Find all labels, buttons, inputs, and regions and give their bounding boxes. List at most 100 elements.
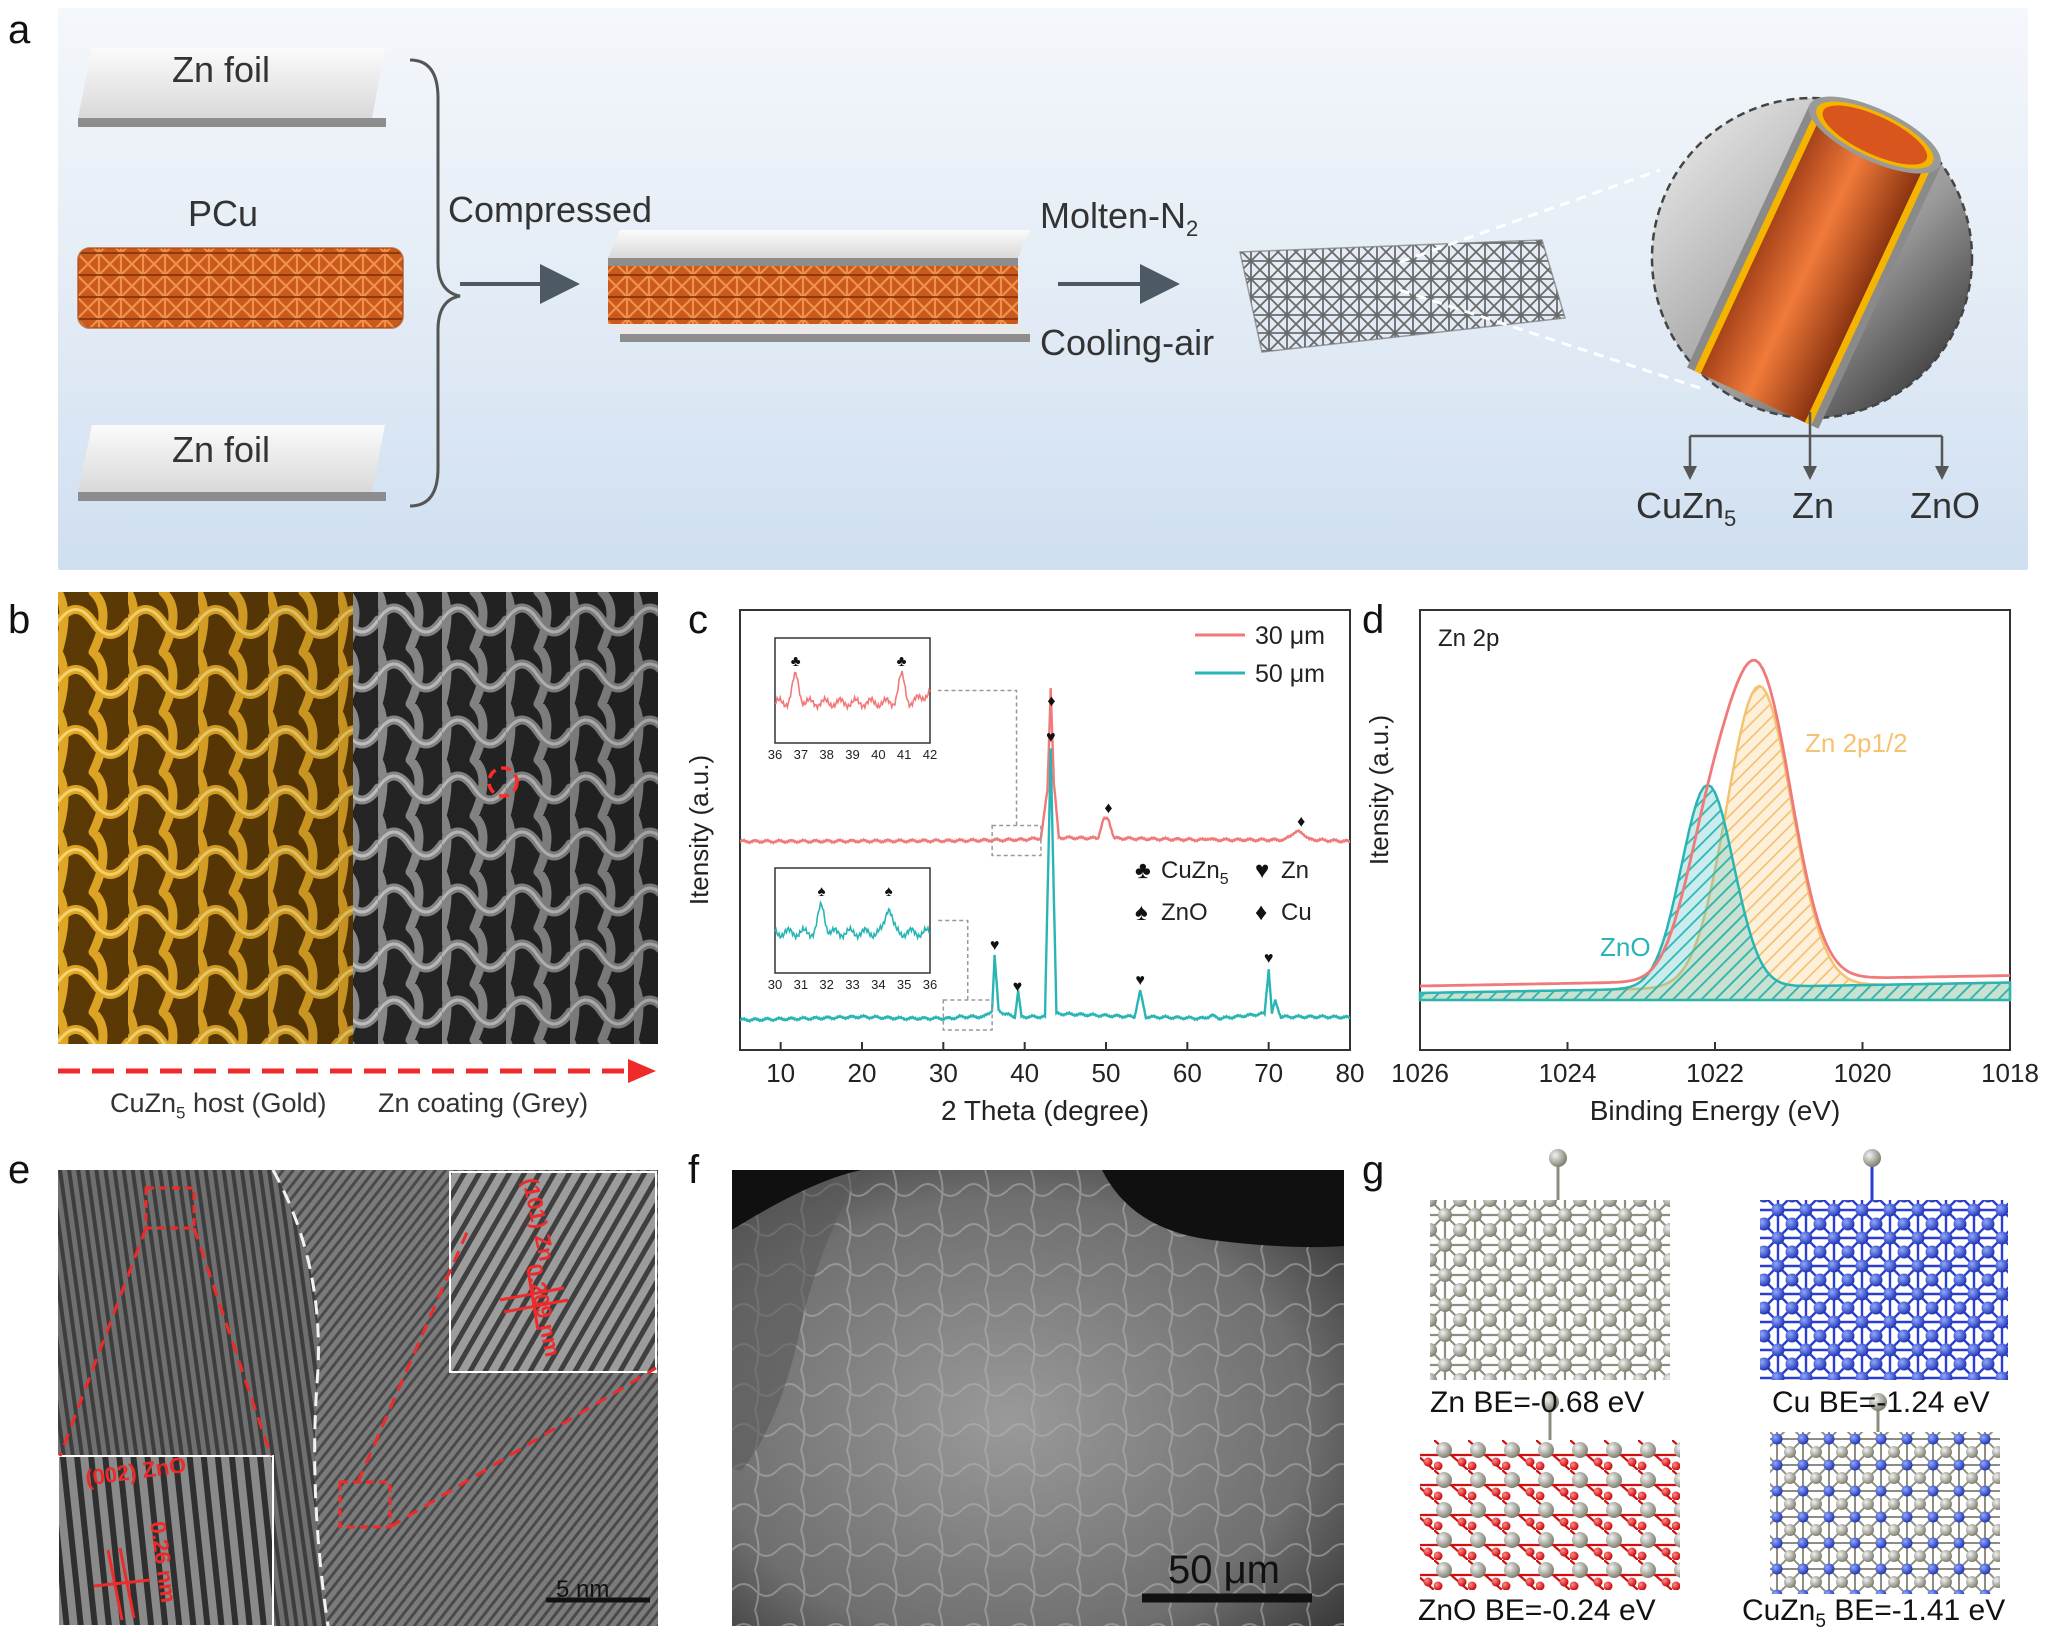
xps-xtick-label-2: 1022 bbox=[1686, 1058, 1744, 1088]
g-label-cu: Cu BE=-1.24 eV bbox=[1772, 1388, 1990, 1418]
xrd-inset-tick-1-3: 33 bbox=[845, 977, 859, 992]
arrowhead-zno bbox=[1935, 466, 1949, 480]
connectors bbox=[58, 1227, 657, 1529]
xrd-marker-legend-symbol-3: ♦ bbox=[1255, 899, 1267, 926]
xrd-inset-tick-1-5: 35 bbox=[897, 977, 911, 992]
component-cuzn5-sub: 5 bbox=[1724, 506, 1737, 532]
molten-sub: 2 bbox=[1186, 216, 1199, 242]
xrd-marker-legend-label-3: Cu bbox=[1281, 899, 1312, 926]
compressed-label: Compressed bbox=[448, 189, 653, 230]
xrd-xlabel: 2 Theta (degree) bbox=[941, 1095, 1149, 1126]
xrd-marker-legend-label-0: CuZn5 bbox=[1161, 857, 1229, 888]
xrd-inset-tick-1-6: 36 bbox=[923, 977, 937, 992]
xps-envelope bbox=[1419, 659, 2011, 988]
xps-label-zn2p: Zn 2p1/2 bbox=[1805, 728, 1908, 758]
roi-box-zno bbox=[144, 1186, 196, 1230]
panel-e-tem bbox=[57, 1169, 658, 1627]
xps-xtick-label-1: 1024 bbox=[1539, 1058, 1597, 1088]
panel-b-caption-right: Zn coating (Grey) bbox=[378, 1088, 589, 1118]
xrd-peak-marker-1-0: ♥ bbox=[990, 937, 1000, 954]
xrd-peak-marker-1-4: ♥ bbox=[1264, 950, 1274, 967]
g-zn-be: BE=-0.68 eV bbox=[1465, 1386, 1645, 1419]
zn-coated-foam bbox=[1239, 239, 1566, 353]
xrd-peak-marker-0-1: ♦ bbox=[1104, 800, 1112, 817]
xrd-inset-tick-0-2: 38 bbox=[819, 747, 833, 762]
xrd-zoom-connector-0 bbox=[938, 689, 1018, 826]
pcu-label: PCu bbox=[188, 193, 259, 234]
xrd-legend-label-0: 30 μm bbox=[1255, 622, 1325, 650]
highlight-circle bbox=[487, 766, 519, 798]
xps-xtick-label-0: 1026 bbox=[1391, 1058, 1449, 1088]
xrd-zoom-connector-1 bbox=[938, 919, 969, 1000]
panel-b-photo bbox=[58, 592, 658, 1044]
component-cuzn5-label: CuZn5 bbox=[1636, 488, 1736, 530]
xrd-marker-legend-symbol-2: ♠ bbox=[1135, 899, 1148, 926]
xps-title: Zn 2p bbox=[1438, 625, 1499, 652]
xps-xlabel: Binding Energy (eV) bbox=[1590, 1095, 1841, 1126]
xrd-inset-tick-1-2: 32 bbox=[819, 977, 833, 992]
xrd-inset-peak-0-0: ♣ bbox=[791, 653, 801, 670]
roi-box-zn bbox=[338, 1480, 392, 1529]
caption-left-rest: host (Gold) bbox=[185, 1088, 327, 1118]
cuzn5-structure bbox=[1770, 1393, 2000, 1594]
g-label-zno: ZnO BE=-0.24 eV bbox=[1418, 1596, 1656, 1626]
zoom-line-bottom bbox=[1399, 288, 1701, 390]
xrd-inset-tick-1-4: 34 bbox=[871, 977, 885, 992]
xrd-peak-marker-1-2: ♥ bbox=[1046, 729, 1056, 746]
xrd-peak-marker-1-1: ♥ bbox=[1013, 979, 1023, 996]
xrd-marker-legend-sub-0: 5 bbox=[1220, 871, 1229, 888]
xrd-plot-frame bbox=[739, 609, 1351, 1051]
brace bbox=[409, 58, 461, 508]
spacing-marks bbox=[93, 1269, 569, 1621]
tem-scale-label: 5 nm bbox=[556, 1576, 610, 1603]
xps-ylabel: Itensity (a.u.) bbox=[1364, 715, 1394, 865]
zn-foil-bottom-sheet bbox=[78, 425, 386, 501]
xrd-inset-peak-1-0: ♠ bbox=[818, 883, 826, 900]
xrd-inset-tick-0-1: 37 bbox=[794, 747, 808, 762]
zn-structure bbox=[1430, 1149, 1670, 1380]
xrd-inset-tick-0-0: 36 bbox=[768, 747, 782, 762]
xrd-series-line-1 bbox=[739, 748, 1351, 1023]
panel-c-label: c bbox=[688, 598, 708, 642]
xrd-marker-legend-symbol-1: ♥ bbox=[1255, 857, 1269, 884]
xrd-inset-peak-1-1: ♠ bbox=[885, 883, 893, 900]
panel-b-gradient-arrow bbox=[58, 1059, 656, 1083]
xrd-xtick-label-7: 80 bbox=[1336, 1058, 1365, 1088]
xrd-inset-tick-0-4: 40 bbox=[871, 747, 885, 762]
arrowhead-zn bbox=[1803, 466, 1817, 480]
zn-foil-top-label: Zn foil bbox=[172, 49, 271, 90]
xrd-series-line-0 bbox=[739, 688, 1351, 845]
zn-foil-top-sheet bbox=[78, 48, 386, 127]
caption-left-text: CuZn bbox=[110, 1088, 177, 1118]
xrd-xtick-label-0: 10 bbox=[766, 1058, 795, 1088]
g-cuzn5-name: CuZn bbox=[1742, 1594, 1816, 1627]
xrd-inset-tick-0-3: 39 bbox=[845, 747, 859, 762]
xrd-inset-tick-1-0: 30 bbox=[768, 977, 782, 992]
sandwich-stack bbox=[608, 230, 1030, 342]
xrd-peak-marker-0-0: ♦ bbox=[1047, 693, 1055, 710]
xrd-marker-legend-symbol-0: ♣ bbox=[1135, 857, 1151, 884]
caption-left-sub: 5 bbox=[176, 1103, 186, 1123]
zn-foil-bottom-label: Zn foil bbox=[172, 429, 271, 470]
xps-label-zno: ZnO bbox=[1600, 932, 1651, 962]
xrd-inset-line-0 bbox=[774, 670, 931, 712]
xrd-peak-marker-1-3: ♥ bbox=[1135, 972, 1145, 989]
component-cuzn5-text: CuZn bbox=[1636, 485, 1725, 526]
xrd-inset-peak-0-1: ♣ bbox=[897, 653, 907, 670]
xrd-inset-line-1 bbox=[774, 900, 931, 942]
panel-a-label: a bbox=[8, 8, 31, 52]
xps-xtick-label-3: 1020 bbox=[1834, 1058, 1892, 1088]
zoom-line-top bbox=[1399, 168, 1661, 264]
xrd-inset-frame-1 bbox=[774, 867, 931, 974]
xrd-xtick-label-6: 70 bbox=[1254, 1058, 1283, 1088]
component-arrows bbox=[1688, 412, 1944, 468]
sem-scale-label: 50 μm bbox=[1168, 1548, 1280, 1592]
xrd-legend-label-1: 50 μm bbox=[1255, 660, 1325, 688]
g-cuzn5-be: BE=-1.41 eV bbox=[1825, 1594, 2006, 1627]
arrowhead-cuzn5 bbox=[1683, 466, 1697, 480]
inset-zn bbox=[449, 1171, 657, 1373]
zno-structure bbox=[1420, 1393, 1680, 1590]
cooling-label: Cooling-air bbox=[1040, 322, 1215, 363]
g-label-zn: Zn BE=-0.68 eV bbox=[1430, 1388, 1644, 1418]
